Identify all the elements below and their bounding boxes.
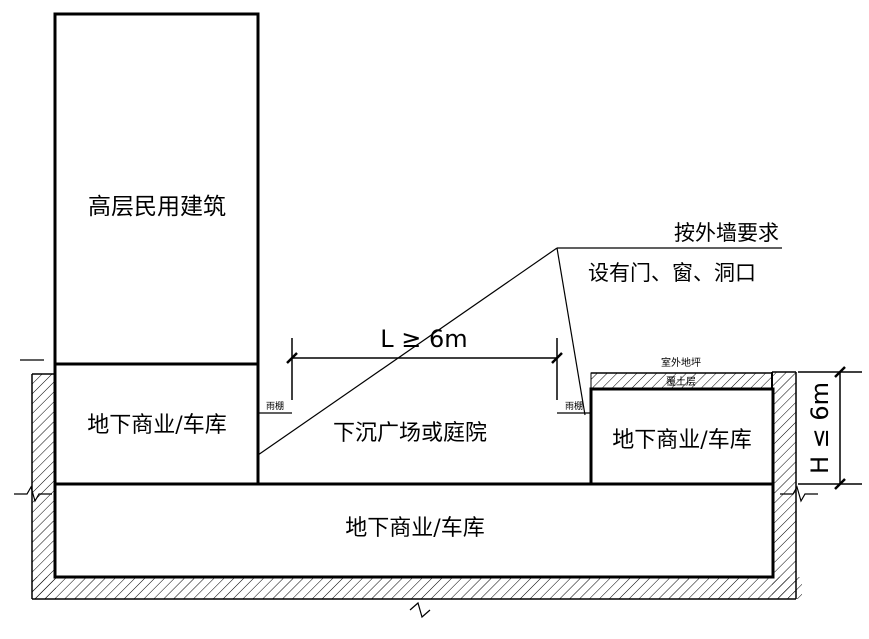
basement-bottom-box bbox=[53, 482, 775, 579]
leader-lines bbox=[257, 247, 782, 456]
dimension-h bbox=[798, 366, 862, 490]
structure-lines bbox=[31, 12, 797, 600]
label-basement-right: 地下商业/车库 bbox=[612, 428, 751, 453]
foundation-hatch bbox=[32, 372, 802, 599]
break-marks bbox=[14, 359, 818, 619]
dimension-l bbox=[286, 338, 563, 400]
high-rise-building bbox=[53, 12, 260, 366]
label-cover-soil: 覆土层 bbox=[666, 375, 696, 388]
label-sunken-plaza: 下沉广场或庭院 bbox=[333, 421, 487, 446]
label-basement-bottom: 地下商业/车库 bbox=[345, 516, 484, 541]
label-distance-rule: L ≥ 6m bbox=[380, 325, 467, 353]
label-outdoor-ground: 室外地坪 bbox=[661, 356, 701, 369]
label-depth-rule: H ≤ 6m bbox=[806, 382, 834, 474]
label-high-rise: 高层民用建筑 bbox=[88, 194, 226, 220]
label-basement-left: 地下商业/车库 bbox=[87, 413, 226, 438]
basement-right-box bbox=[589, 387, 775, 486]
label-openings: 设有门、窗、洞口 bbox=[588, 261, 756, 285]
label-canopy-left: 雨棚 bbox=[266, 400, 284, 412]
label-wall-requirement: 按外墙要求 bbox=[674, 221, 779, 245]
label-canopy-right: 雨棚 bbox=[565, 400, 583, 412]
